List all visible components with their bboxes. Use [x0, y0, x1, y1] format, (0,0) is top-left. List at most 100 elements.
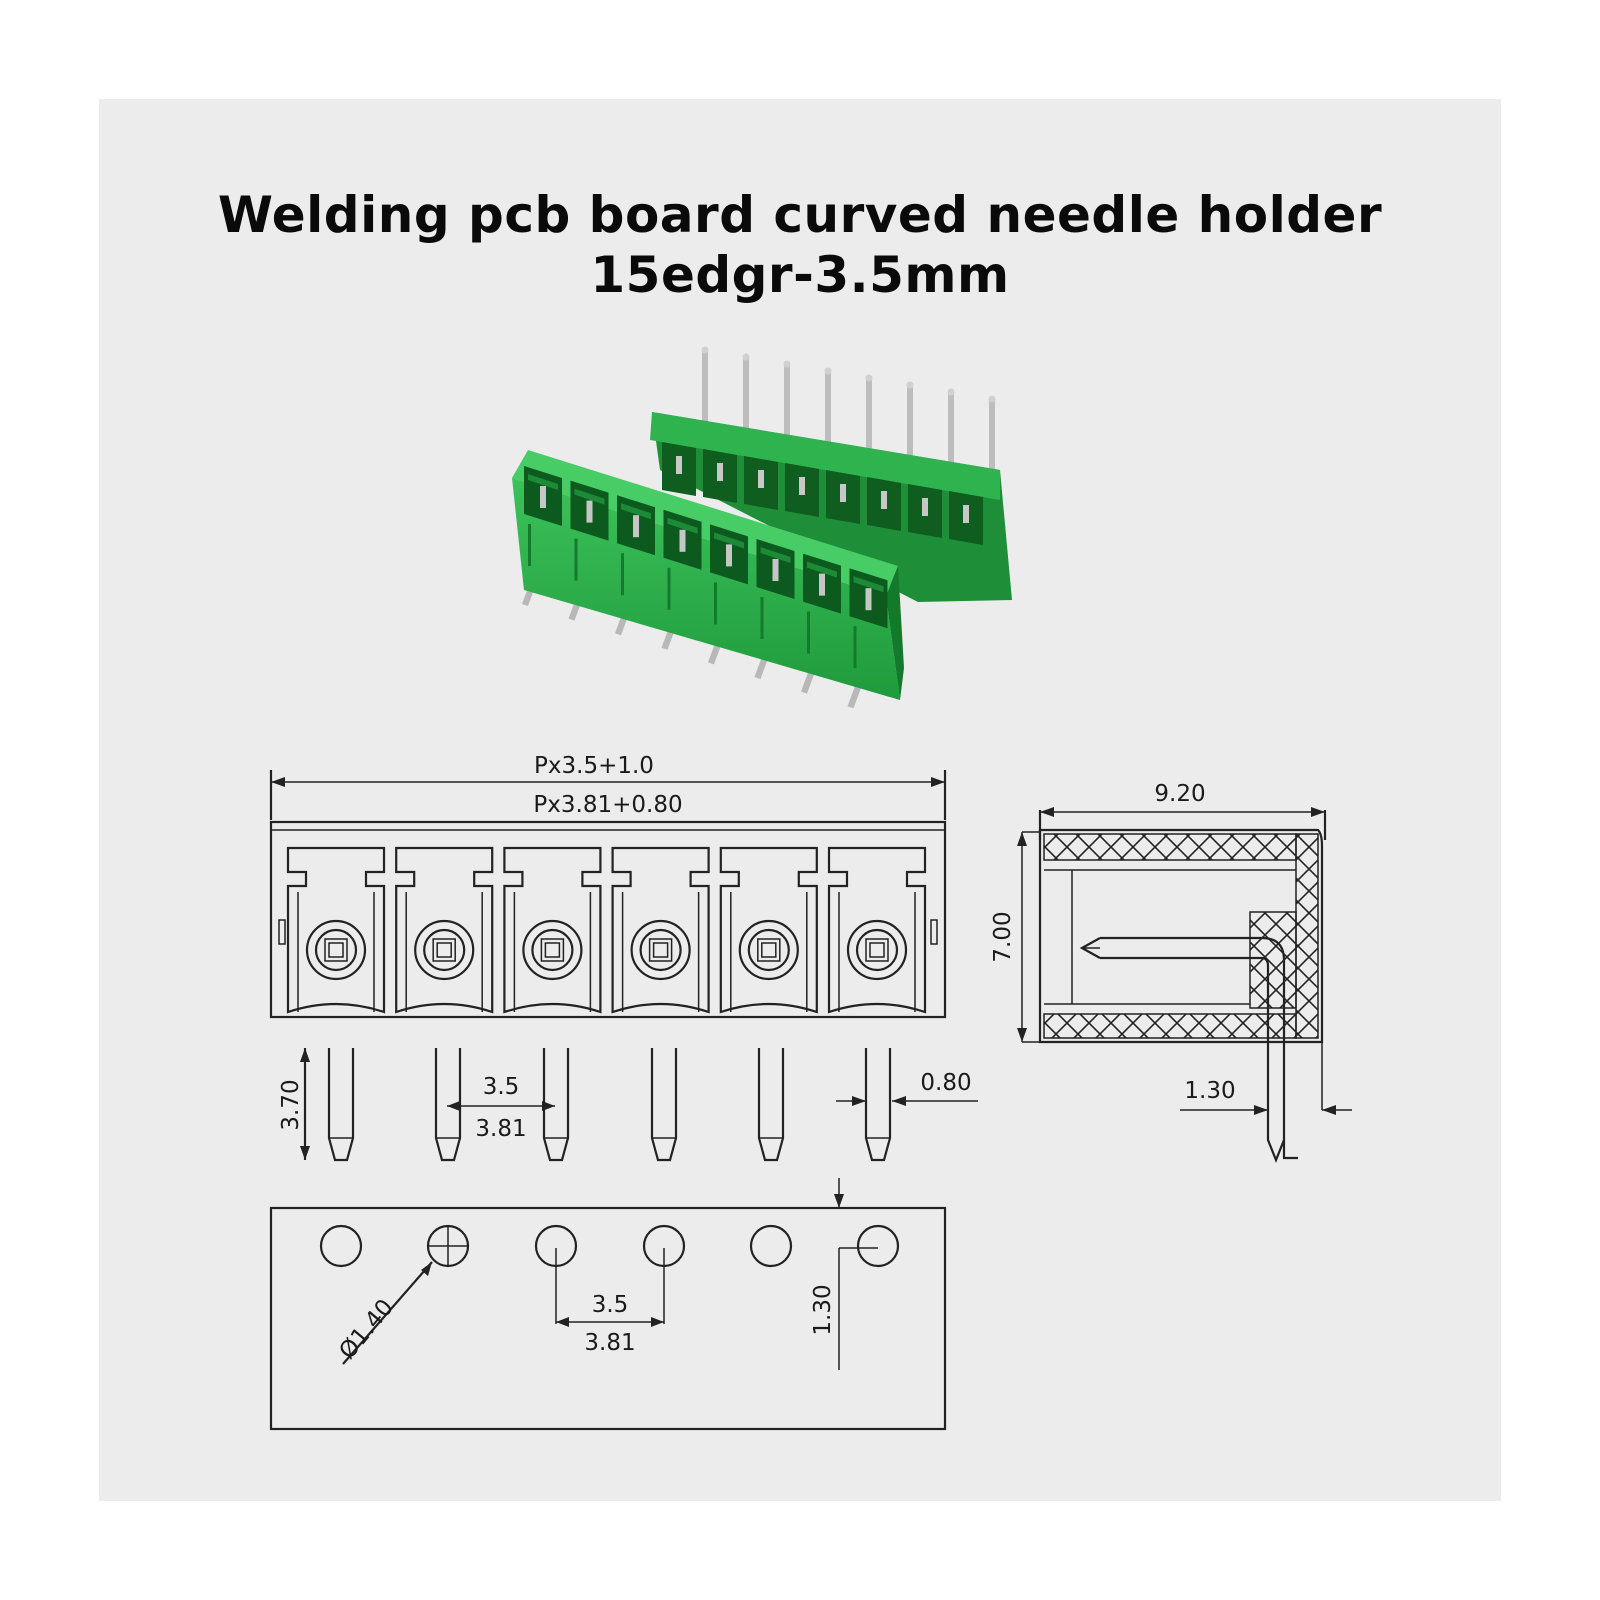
back-pin [866, 378, 872, 470]
front-slot-lip [853, 576, 884, 593]
screw-head [639, 928, 682, 972]
screw-slot-inner [652, 942, 669, 958]
dim-foot-pitch-b: 3.81 [584, 1330, 635, 1356]
back-pin-tip [988, 395, 996, 403]
front-contact [540, 486, 546, 508]
terminal-cells [278, 846, 938, 1014]
front-rib [574, 538, 578, 581]
back-connector [650, 346, 1012, 602]
screw-head [423, 928, 466, 972]
front-contact [586, 500, 593, 523]
dim-side-height: 7.00 [990, 911, 1016, 962]
back-pin-tip [906, 381, 914, 389]
terminal-cell [503, 846, 602, 1014]
back-pin-tip [742, 353, 750, 361]
front-connector [512, 450, 904, 709]
dim-pitch-b: 3.81 [475, 1116, 526, 1142]
front-contact [865, 588, 872, 611]
cell-inner [621, 892, 700, 1012]
dim-overall-b: Px3.81+0.80 [533, 792, 682, 818]
back-contact [799, 477, 805, 495]
screw-head [747, 928, 790, 972]
screw-slot-inner [761, 942, 777, 958]
cell-outline [503, 846, 602, 1014]
terminal-cell [286, 846, 386, 1014]
terminal-cell [611, 846, 710, 1014]
front-ribs [528, 524, 857, 669]
screw-head [531, 928, 574, 972]
back-contact [717, 463, 723, 481]
dim-side-offset: 1.30 [1184, 1078, 1235, 1104]
terminal-cell [827, 846, 927, 1014]
screw-slot-inner [328, 942, 344, 958]
front-slot-lip [574, 488, 605, 505]
back-pin-tip [865, 374, 873, 382]
screw-slot [324, 938, 348, 962]
cell-outline [611, 846, 710, 1014]
dim-foot-offset: 1.30 [810, 1284, 836, 1335]
dim-hole-diameter: Ø1.40 [334, 1295, 398, 1365]
cell-inner [730, 892, 808, 1012]
back-contact [881, 491, 887, 509]
screw-ring [846, 919, 908, 981]
footprint-holes [319, 1224, 900, 1268]
title-line-1: Welding pcb board curved needle holder [217, 186, 1383, 244]
dim-pin-length: 3.70 [278, 1079, 304, 1130]
front-rib [807, 611, 810, 654]
side-tab-left [278, 919, 286, 945]
back-pin-tip [824, 367, 832, 375]
screw-slot [757, 938, 781, 962]
terminal-cell [719, 846, 818, 1014]
back-pin [948, 392, 954, 484]
front-rib [667, 567, 671, 610]
dim-pin-width: 0.80 [920, 1070, 971, 1096]
dim-overall-a: Px3.5+1.0 [534, 753, 654, 779]
front-slots [524, 466, 888, 629]
screw-slot [865, 938, 889, 962]
screw-slot [432, 938, 456, 962]
front-contact [819, 573, 825, 596]
screw-slot [648, 938, 673, 962]
pin [650, 1048, 678, 1162]
back-slots [662, 442, 983, 545]
dim-side-depth: 9.20 [1154, 781, 1205, 807]
screw-slot-inner [869, 942, 885, 958]
hole [749, 1224, 793, 1268]
screw-slot-inner [544, 942, 561, 958]
screw-ring [414, 919, 475, 981]
front-rib [714, 582, 717, 625]
back-pin [743, 357, 749, 449]
side-tab-right [930, 919, 938, 945]
footprint-drawing: Ø1.40 3.5 3.81 1.30 [269, 1178, 947, 1431]
back-pin [784, 364, 790, 456]
back-pin [989, 399, 995, 491]
cell-outline [286, 846, 386, 1014]
pin [864, 1048, 892, 1162]
background-panel [99, 99, 1501, 1501]
cell-outline [719, 846, 818, 1014]
front-contact [633, 515, 639, 538]
cell-outline [827, 846, 927, 1014]
back-contact [758, 470, 764, 488]
title-line-2: 15edgr-3.5mm [590, 246, 1010, 304]
back-contact [676, 456, 682, 474]
back-pins [701, 346, 996, 491]
cell-inner [838, 892, 916, 1012]
screw-slot-inner [436, 942, 452, 958]
hole [856, 1224, 900, 1268]
terminal-cell [395, 846, 494, 1014]
pin [434, 1048, 462, 1162]
back-contact [922, 498, 928, 516]
pin [327, 1048, 355, 1162]
dim-foot-pitch-a: 3.5 [592, 1292, 629, 1318]
screw-slot [540, 938, 565, 962]
hole [319, 1224, 363, 1268]
back-pin-tip [783, 360, 791, 368]
front-slot-lip [621, 503, 651, 520]
back-pin [825, 371, 831, 463]
front-contact [726, 544, 732, 567]
back-contact [840, 484, 846, 502]
cell-inner [513, 892, 592, 1012]
screw-ring [630, 919, 691, 981]
